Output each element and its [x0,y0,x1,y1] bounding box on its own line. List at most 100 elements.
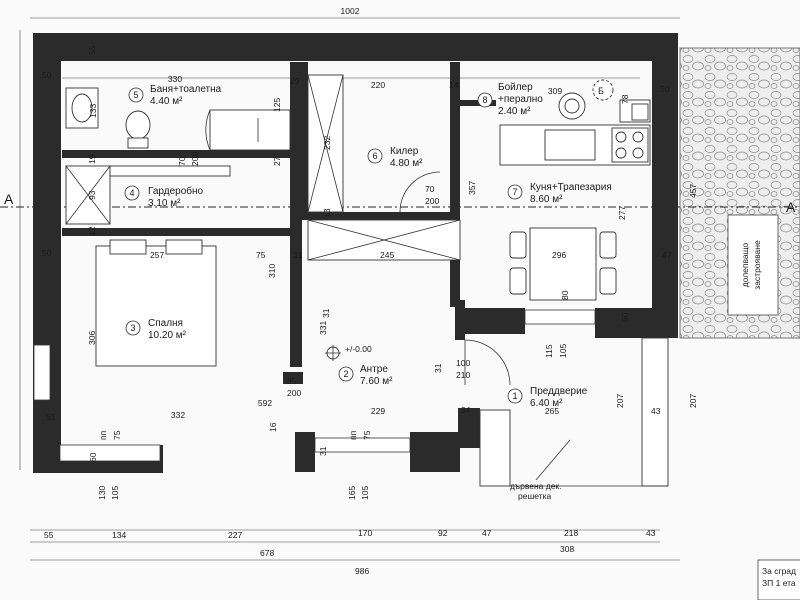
dim-label: 1002 [341,6,360,16]
window-kitchen [524,309,596,325]
burner-4 [632,147,644,159]
room-name: Спалня [148,318,183,329]
dim-label: 218 [564,528,578,538]
wall-stub [283,372,303,384]
dim-label: 330 [168,74,182,84]
dim-label: 105 [110,486,120,500]
dim-label: 210 [456,370,470,380]
dim-label: 51 [46,412,56,422]
dining-table [529,227,597,301]
room-number: 3 [130,323,135,333]
room-3-label: 3 Спалня 10.20 м² [125,318,187,341]
dim-label: 308 [560,544,574,554]
railing-label-2: решетка [518,491,552,501]
room-2-label: 2 Антре 7.60 м² [338,364,393,387]
corner-note-2: ЗП 1 ета [762,578,796,588]
room-number-circle [367,148,383,164]
burner-2 [632,131,644,143]
level-label: +/-0.00 [345,344,372,354]
dim-label: 332 [171,410,185,420]
dim-label: 47 [482,528,492,538]
room-number: 6 [372,151,377,161]
room-number-circle [507,388,523,404]
wall-kitchen-window-right [595,308,678,338]
dim-label: 92 [438,528,448,538]
pillow-left [109,239,147,255]
room-name: Преддверие [530,386,588,397]
room-1-label: 1 Преддверие 6.40 м² [507,386,588,409]
room-4-label: 4 Гардеробно 3.10 м² [124,185,204,209]
dim-label: 592 [258,398,272,408]
dim-label: 43 [646,528,656,538]
neighbor-label-box [727,214,779,316]
dim-label: 277 [617,206,627,220]
axis-letter-left: А [4,191,14,207]
wall-top [33,33,678,61]
door-pantry [399,171,441,213]
dim-label: 130 [97,486,107,500]
dim-label: 986 [355,566,369,576]
room-7-label: 7 Куня+Трапезария 8.60 м² [507,182,612,205]
room-number-circle [124,185,140,201]
room-area: 7.60 м² [360,376,393,387]
room-name: Антре [360,364,388,375]
bed [95,245,217,367]
dim-label: 227 [228,530,242,540]
dim-label: 265 [545,406,559,416]
neighbor-label-2: застрояване [752,240,762,290]
dim-label: 19 [87,154,97,164]
dim-label: 31 [433,363,443,373]
hall-wardrobe-x2 [307,219,461,261]
dim-label: 245 [380,250,394,260]
dim-label: 200 [425,196,439,206]
window-hall-bottom [314,437,411,453]
dim-label: 16 [268,422,278,432]
wall-pantry-bottom [300,212,460,220]
dim-label: 13 [322,208,332,218]
room-area: 4.80 м² [390,158,423,169]
dim-label: 50 [620,312,630,322]
dim-label: 43 [651,406,661,416]
dim-label: 70 [177,156,187,166]
room-name: Бойлер [498,82,533,93]
dim-label: 47 [662,250,672,260]
room-number: 1 [512,391,517,401]
dim-label: 75 [112,430,122,440]
wall-kitchen-window-left [455,308,525,334]
dim-label: 678 [260,548,274,558]
dim-label: 200 [287,388,301,398]
dim-label: 50 [660,84,670,94]
pillow-right [165,239,203,255]
porch-railing-left [479,409,511,487]
dim-label: 133 [88,104,98,118]
dim-label: 229 [371,406,385,416]
room-name: Килер [390,146,419,157]
dim-label: 257 [150,250,164,260]
room-number-circle [338,366,354,382]
dim-label: 55 [87,45,97,55]
dim-label: 50 [42,70,52,80]
neighbor-label-1: долепващо [740,242,750,287]
dim-label: 207 [615,394,625,408]
toilet-tank [127,137,149,149]
railing-label-1: дървена дек. [510,481,562,491]
wall-bottom-mid-pier [295,432,315,472]
door-bathroom [205,109,211,151]
dim-label: 55 [44,530,54,540]
dim-label: 105 [360,486,370,500]
room-name-2: +перално [498,94,543,105]
wall-wardrobe-bedroom [62,228,290,236]
dim-label: 60 [88,452,98,462]
pantry-shelf-x2 [307,74,344,213]
room-number: 8 [482,95,487,105]
wardrobe-rail [109,165,231,177]
dim-label: 31 [293,250,303,260]
dim-label: 310 [267,264,277,278]
window-bedroom-left [33,344,51,401]
dim-label: 105 [558,344,568,358]
dim-label: 220 [371,80,385,90]
wall-right [652,33,678,338]
dim-label: 309 [548,86,562,96]
wall-bottom-right [410,432,460,472]
